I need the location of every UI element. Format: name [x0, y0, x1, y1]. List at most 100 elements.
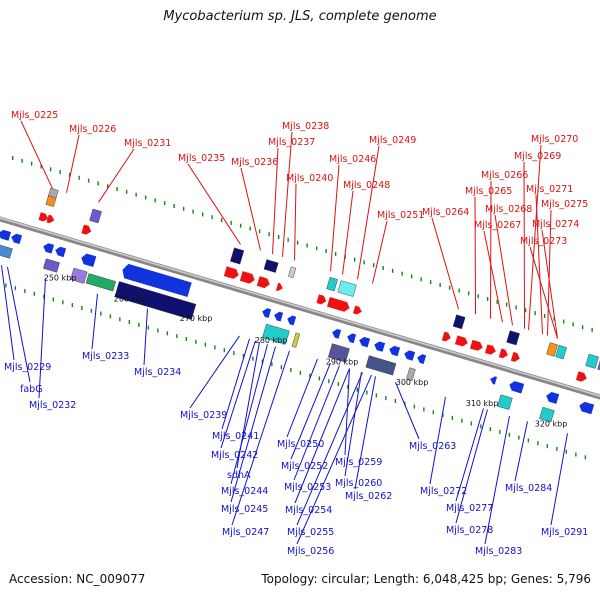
- reverse-gene-label: Mjls_0250: [277, 439, 324, 450]
- reverse-gene-label: Mjls_0247: [222, 527, 269, 538]
- forward-gene-label: Mjls_0225: [11, 110, 58, 121]
- gene-reverse: [389, 345, 401, 357]
- gene-forward: [275, 282, 283, 292]
- gene-features: [0, 187, 600, 423]
- forward-gene-leader: [474, 196, 477, 315]
- gene-arrow: [546, 392, 560, 404]
- gene-reverse: [417, 354, 427, 364]
- gene-rect: [406, 367, 416, 382]
- forward-gene-leader: [529, 246, 558, 339]
- gene-arrow: [38, 212, 49, 222]
- gene-arrow: [223, 266, 239, 279]
- gene-arrow: [579, 401, 595, 415]
- gene-rect: [452, 314, 466, 330]
- forward-gene-leader: [240, 167, 262, 251]
- gene-rect: [337, 280, 357, 297]
- gene-arrow: [441, 331, 451, 342]
- forward-gene-label: Mjls_0265: [465, 186, 512, 197]
- gene-forward: [441, 331, 451, 342]
- gene-rect: [263, 259, 279, 273]
- forward-gene-label: Mjls_0249: [369, 135, 416, 146]
- forward-gene-leader: [547, 209, 552, 336]
- reverse-gene-label: Mjls_0244: [221, 486, 268, 497]
- gene-block: [597, 357, 600, 372]
- gene-reverse: [579, 401, 595, 415]
- gene-arrow: [332, 328, 342, 339]
- gene-reverse: [332, 328, 342, 339]
- forward-gene-leader: [20, 120, 53, 189]
- gene-block: [85, 273, 116, 292]
- reverse-gene-leader: [344, 368, 350, 456]
- gene-forward: [327, 297, 350, 312]
- forward-gene-leader: [98, 148, 135, 203]
- gene-arrow: [575, 371, 587, 382]
- gene-block: [546, 342, 558, 357]
- reverse-gene-label: Mjls_0242: [211, 450, 258, 461]
- reverse-gene-leader: [550, 433, 568, 526]
- gene-reverse: [347, 333, 357, 344]
- gene-arrow: [509, 381, 525, 394]
- gene-rect: [506, 330, 520, 346]
- gene-arrow: [287, 315, 297, 326]
- gene-reverse: [490, 376, 498, 385]
- forward-gene-label: Mjls_0270: [531, 134, 578, 145]
- forward-gene-label: Mjls_0238: [282, 121, 329, 132]
- forward-gene-label: Mjls_0271: [526, 184, 573, 195]
- gene-arrow: [510, 352, 520, 362]
- reverse-gene-leader: [296, 372, 363, 526]
- gene-block: [262, 323, 290, 345]
- gene-arrow: [417, 354, 427, 364]
- scale-label: 300 kbp: [396, 378, 429, 387]
- gene-rect: [0, 242, 13, 259]
- reverse-gene-label: Mjls_0260: [335, 478, 382, 489]
- forward-gene-label: Mjls_0237: [268, 137, 315, 148]
- gene-arrow: [389, 345, 401, 357]
- gene-rect: [546, 342, 558, 357]
- reverse-gene-leader: [189, 335, 240, 409]
- gene-reverse: [122, 263, 192, 298]
- forward-gene-leader: [483, 230, 504, 323]
- forward-gene-label: Mjls_0251: [377, 210, 424, 221]
- gene-rect: [288, 266, 297, 279]
- reverse-gene-label: Mjls_0233: [82, 351, 129, 362]
- gene-block: [48, 187, 59, 199]
- forward-gene-label: Mjls_0231: [124, 138, 171, 149]
- reverse-gene-label: Mjls_0262: [345, 491, 392, 502]
- reverse-gene-label: Mjls_0272: [420, 486, 467, 497]
- gene-block: [555, 344, 567, 360]
- gene-reverse: [287, 315, 297, 326]
- gene-reverse: [0, 229, 12, 241]
- forward-gene-label: Mjls_0274: [532, 219, 579, 230]
- gene-forward: [454, 335, 468, 347]
- reverse-gene-leader: [230, 344, 268, 485]
- gene-forward: [510, 352, 520, 362]
- gene-arrow: [374, 341, 386, 352]
- gene-arrow: [404, 350, 416, 361]
- reverse-gene-leader: [220, 340, 256, 449]
- forward-gene-leader: [528, 144, 542, 330]
- gene-reverse: [359, 337, 371, 348]
- scale-label: 260 kbp: [114, 294, 147, 303]
- gene-reverse: [374, 341, 386, 352]
- gene-block: [70, 267, 88, 284]
- reverse-gene-label: Mjls_0229: [4, 362, 51, 373]
- gene-rect: [328, 343, 350, 363]
- reverse-gene-leader: [290, 362, 331, 460]
- gene-forward: [484, 344, 496, 355]
- reverse-gene-leader: [455, 409, 488, 524]
- gene-rect: [48, 187, 59, 199]
- gene-block: [539, 406, 555, 423]
- gene-reverse: [404, 350, 416, 361]
- accession-text: Accession: NC_009077: [9, 572, 146, 586]
- gene-block: [452, 314, 466, 330]
- gene-block: [114, 281, 197, 320]
- gene-rect: [89, 208, 102, 224]
- gene-block: [0, 242, 13, 259]
- gene-rect: [262, 323, 290, 345]
- reverse-gene-label: Mjls_0255: [287, 527, 334, 538]
- gene-reverse: [55, 246, 67, 258]
- gene-rect: [70, 267, 88, 284]
- gene-reverse: [43, 243, 55, 254]
- gene-arrow: [262, 308, 272, 318]
- gene-rect: [85, 273, 116, 292]
